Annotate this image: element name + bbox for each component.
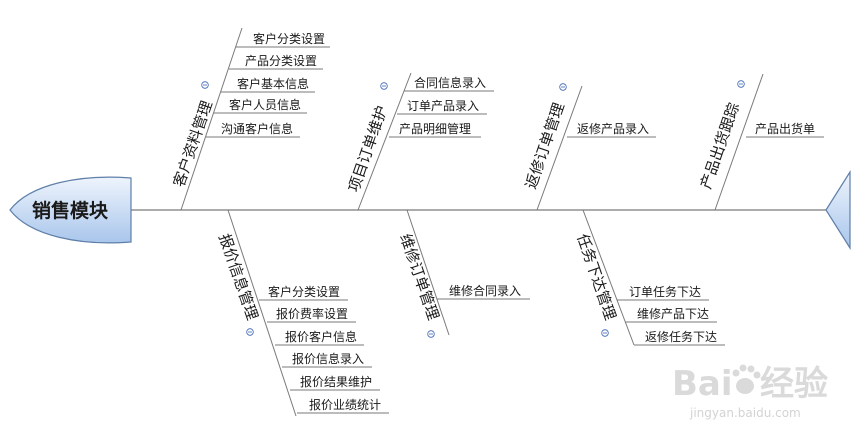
branch-task-dispatch[interactable]: 任务下达管理 订单任务下达 维修产品下达 返修任务下达	[573, 209, 725, 346]
paw-icon	[732, 364, 761, 394]
leaf-item: 报价业绩统计	[309, 397, 381, 412]
branch-label: 维修订单管理	[396, 231, 442, 322]
leaf-item: 返修任务下达	[645, 329, 717, 344]
leaf-item: 报价结果维护	[300, 374, 372, 389]
branch-project-orders[interactable]: 项目订单维护 合同信息录入 订单产品录入 产品明细管理	[345, 72, 494, 211]
leaf-item: 报价费率设置	[276, 306, 348, 321]
leaf-item: 客户分类设置	[253, 31, 325, 46]
branch-label: 报价信息管理	[215, 231, 261, 322]
collapse-toggle[interactable]	[427, 330, 435, 338]
leaf-item: 报价信息录入	[292, 351, 364, 366]
leaf-item: 订单产品录入	[407, 99, 479, 113]
watermark-brand: Bai	[672, 364, 733, 404]
branch-label: 项目订单维护	[345, 103, 391, 194]
collapse-toggle[interactable]	[737, 80, 745, 88]
baidu-watermark: Bai 经验 jingyan.baidu.com	[672, 364, 828, 420]
collapse-toggle[interactable]	[246, 328, 254, 336]
leaf-item: 维修产品下达	[637, 306, 709, 321]
leaf-item: 报价客户信息	[285, 329, 357, 344]
fish-head[interactable]	[9, 176, 132, 244]
collapse-toggle[interactable]	[380, 82, 388, 90]
collapse-toggle[interactable]	[201, 81, 209, 89]
leaf-item: 维修合同录入	[449, 283, 521, 298]
leaf-item: 产品出货单	[755, 121, 815, 136]
branch-label: 产品出货跟踪	[697, 100, 743, 191]
leaf-item: 产品分类设置	[245, 54, 317, 68]
branch-customer-info[interactable]: 客户资料管理 客户分类设置 产品分类设置 客户基本信息 客户人员信息 沟通客户信…	[170, 27, 330, 211]
leaf-item: 客户分类设置	[268, 284, 340, 299]
branch-rework-orders[interactable]: 返修订单管理 返修产品录入	[522, 83, 656, 211]
head-label: 销售模块	[32, 199, 109, 222]
fish-tail	[825, 169, 851, 251]
watermark-url: jingyan.baidu.com	[689, 406, 801, 420]
branch-shipment-tracking[interactable]: 产品出货跟踪 产品出货单	[697, 73, 824, 211]
branch-label: 返修订单管理	[522, 100, 568, 191]
collapse-toggle[interactable]	[559, 83, 567, 91]
leaf-item: 订单任务下达	[629, 284, 701, 299]
leaf-item: 客户基本信息	[237, 76, 309, 91]
leaf-item: 沟通客户信息	[221, 121, 293, 136]
leaf-item: 产品明细管理	[399, 121, 471, 136]
leaf-item: 客户人员信息	[229, 97, 301, 112]
leaf-item: 合同信息录入	[414, 75, 486, 90]
collapse-toggle[interactable]	[601, 329, 609, 337]
branch-quotation-info[interactable]: 报价信息管理 客户分类设置 报价费率设置 报价客户信息 报价信息录入 报价结果维…	[215, 209, 389, 417]
branch-repair-orders[interactable]: 维修订单管理 维修合同录入	[396, 209, 530, 338]
watermark-brand-suffix: 经验	[760, 364, 828, 404]
leaf-item: 返修产品录入	[577, 121, 649, 136]
